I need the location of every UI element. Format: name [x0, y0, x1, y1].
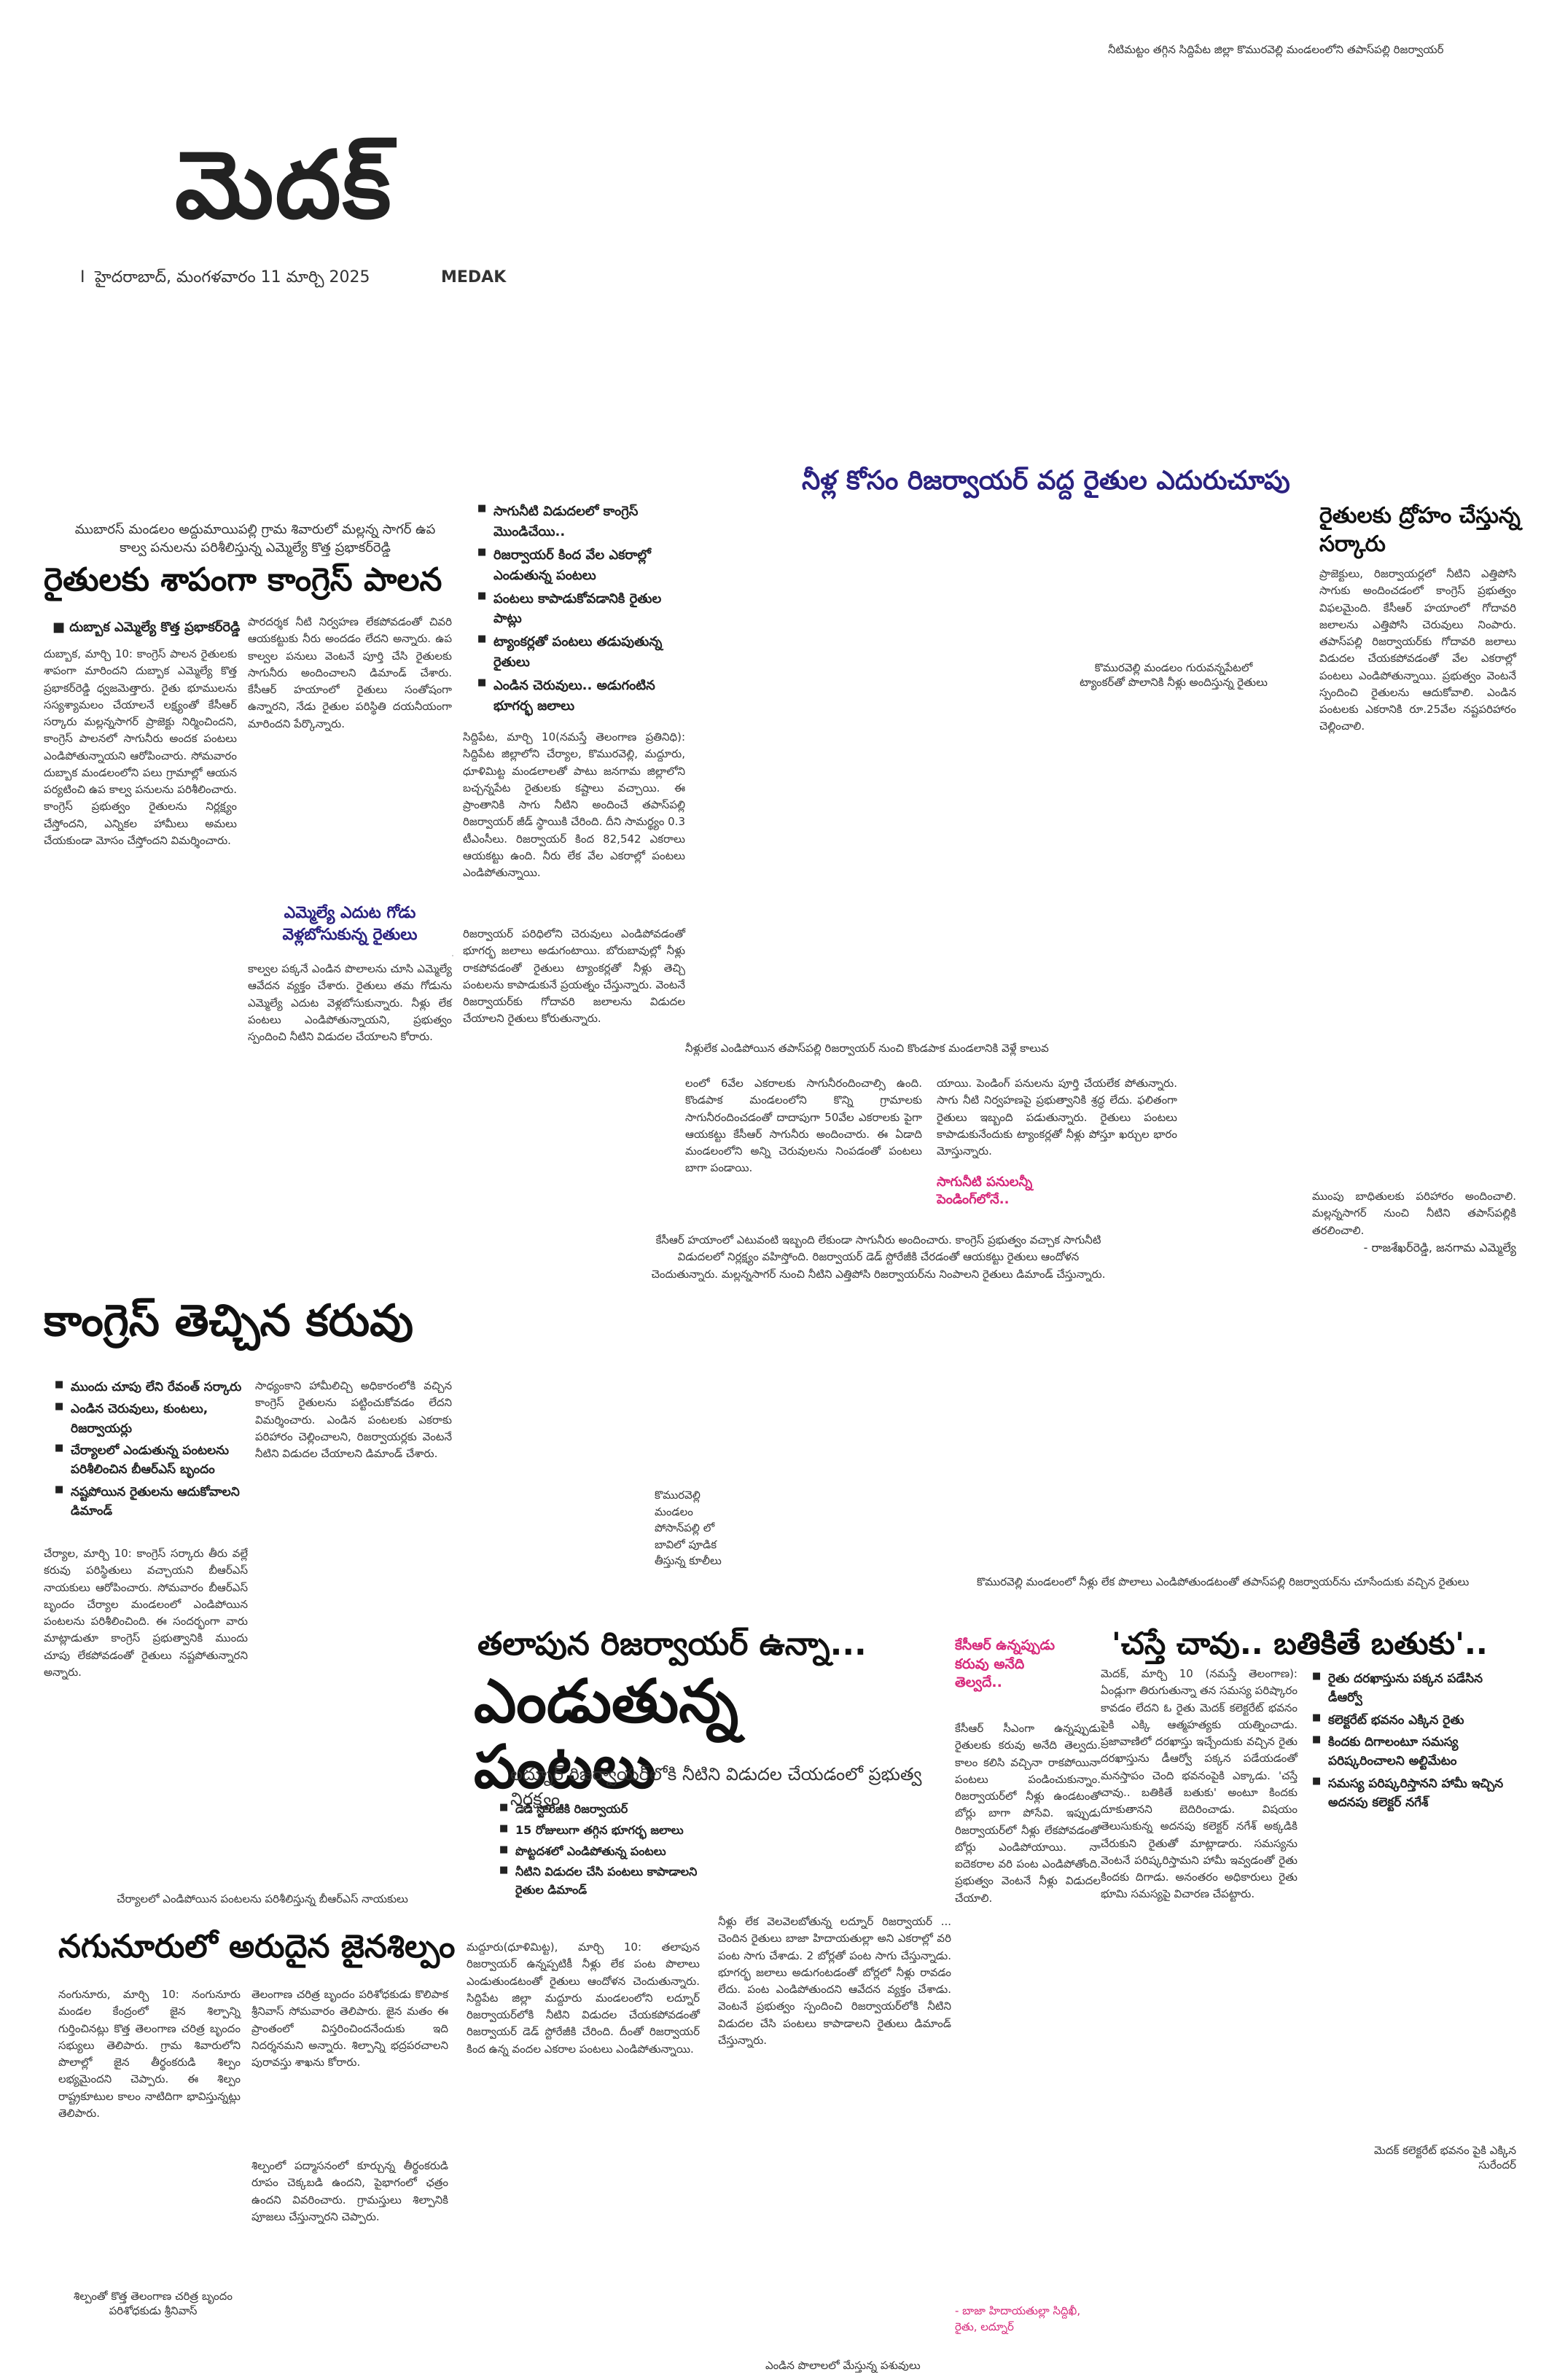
center-story-body-d: యాయి. పెండింగ్ పనులను పూర్తి చేయలేక పోతు… — [937, 1077, 1177, 1158]
story3-body-b: నీళ్లు లేక వెలవెలబోతున్న లద్నూర్ రిజర్వా… — [718, 1915, 951, 2047]
story2-bullet-list: ముందు చూపు లేని రేవంత్ సర్కారు ఎండిన చెర… — [55, 1378, 251, 1523]
story4-headline: 'చస్తే చావు.. బతికితే బతుకు'.. — [1112, 1626, 1488, 1661]
story1-bullet: రిజర్వాయర్ కింద వేల ఎకరాల్లో ఎండుతున్న ప… — [477, 545, 689, 586]
story4-photo-caption: మెదక్ కలెక్టరేట్ భవనం పైకి ఎక్కిన సురేంద… — [1374, 2144, 1516, 2172]
story2-bullet: ఎండిన చెరువులు, కుంటలు, రిజర్వాయర్లు — [55, 1400, 251, 1438]
story3-side-body: కేసీఆర్ సీఎంగా ఉన్నప్పుడు రైతులకు కరువు … — [955, 1722, 1101, 1905]
top-photo-caption: నీటిమట్టం తగ్గిన సిద్దిపేట జిల్లా కొమురవ… — [1108, 43, 1444, 56]
story5-body-c: శిల్పంలో పద్మాసనంలో కూర్చున్న తీర్థంకరుడ… — [251, 2159, 448, 2223]
center-story-body-a: సిద్దిపేట, మార్చి 10(నమస్తే తెలంగాణ ప్రత… — [463, 730, 685, 879]
story3-body-a: మద్దూరు(ధూళిమిట్ట), మార్చి 10: తలాపున రి… — [467, 1940, 700, 2056]
story5-kicker: చేర్యాలలో ఎండిపోయిన పంటలను పరిశీలిస్తున్… — [117, 1892, 408, 1905]
story3-bullet-list: డెడ్ స్టోరేజీకి రిజర్వాయర్ 15 రోజులుగా త… — [499, 1800, 725, 1903]
story2-bullet: ముందు చూపు లేని రేవంత్ సర్కారు — [55, 1378, 251, 1397]
story3-bullet: 15 రోజులుగా తగ్గిన భూగర్భ జలాలు — [499, 1822, 725, 1840]
story1-bullet: పంటలు కాపాడుకోవడానికి రైతుల పాట్లు — [477, 589, 689, 630]
story3-side-signature: - బాజా హిదాయతుల్లా సిద్దిఖీ, రైతు, లద్నూ… — [955, 2304, 1081, 2333]
right-column-body2: ముంపు బాధితులకు పరిహారం అందించాలి. మల్లన… — [1312, 1190, 1516, 1237]
story3-bullet: పొట్టదశలో ఎండిపోతున్న పంటలు — [499, 1843, 725, 1861]
story5-body-b: తెలంగాణ చరిత్ర బృందం పరిశోధకుడు కొలిపాక … — [251, 1988, 448, 2069]
story4-bullet: సమస్య పరిష్కరిస్తానని హామీ ఇచ్చిన అదనపు … — [1312, 1774, 1520, 1813]
story3-deck: లద్నూర్ రిజర్వాయర్‌లోకి నీటిని విడుదల చే… — [510, 1764, 922, 1809]
story1-bullet-list: సాగునీటి విడుదలలో కాంగ్రెస్ మొండిచేయి.. … — [477, 502, 689, 719]
center-story-wide-body: కేసీఆర్ హయాంలో ఎటువంటి ఇబ్బంది లేకుండా స… — [651, 1233, 1106, 1281]
story3-kicker: తలాపున రిజర్వాయర్ ఉన్నా... — [477, 1626, 867, 1663]
center-top-caption: కొమురవెల్లి మండలం గురువన్నపేటలో ట్యాంకర్… — [1080, 661, 1268, 690]
story2-bullet: నష్టపోయిన రైతులను ఆదుకోవాలని డిమాండ్ — [55, 1483, 251, 1521]
center-pullquote: సాగునీటి పనులన్నీ పెండింగ్‌లోనే.. — [937, 1174, 1033, 1208]
center-photo2-caption: కొమురవెల్లి మండలం పోసాన్‌పల్లి లో బావిలో… — [655, 1489, 722, 1567]
story1-body-c: కాల్వల పక్కనే ఎండిన పొలాలను చూసి ఎమ్మెల్… — [248, 962, 452, 1043]
story1-bullet: ట్యాంకర్లతో పంటలు తడుపుతున్న రైతులు — [477, 632, 689, 673]
story5-body-a: నంగునూరు, మార్చి 10: నంగునూరు మండల కేంద్… — [58, 1988, 241, 2120]
story1-headline: రైతులకు శాపంగా కాంగ్రెస్ పాలన — [44, 561, 442, 598]
story5-headline: నగునూరులో అరుదైన జైనశిల్పం — [58, 1928, 456, 1965]
story1-kicker: ముబారస్ మండలం అద్దుమాయిపల్లి గ్రామ శివార… — [74, 522, 436, 556]
story5-photo-caption: శిల్పంతో కొత్త తెలంగాణ చరిత్ర బృందం పరిశ… — [74, 2290, 233, 2318]
story1-photo — [452, 955, 453, 956]
right-column-headline: రైతులకు ద్రోహం చేస్తున్న సర్కారు — [1319, 503, 1521, 557]
story4-bullet: రైతు దరఖాస్తును పక్కన పడేసిన డీఆర్వో — [1312, 1669, 1520, 1708]
story1-byline: ■ దుబ్బాక ఎమ్మెల్యే కొత్త ప్రభాకర్‌రెడ్డ… — [52, 620, 241, 635]
masthead-title: మెదక్ — [175, 131, 393, 240]
story3-bullet: డెడ్ స్టోరేజీకి రిజర్వాయర్ — [499, 1800, 725, 1819]
right-column-body: ప్రాజెక్టులు, రిజర్వాయర్లలో నీటిని ఎత్తి… — [1319, 567, 1516, 733]
page-marker: I — [80, 268, 85, 286]
story3-bullet: నీటిని విడుదల చేసి పంటలు కాపాడాలని రైతుల… — [499, 1863, 725, 1900]
story4-bullet: కిందకు దిగాలంటూ సమస్య పరిష్కరించాలని అల్… — [1312, 1733, 1520, 1771]
story1-subhead: ఎమ్మెల్యే ఎదుట గోడు వెళ్లబోసుకున్న రైతుల… — [282, 904, 418, 944]
center-bottom-caption: కొమురవెల్లి మండలంలో నీళ్లు లేక పొలాలు ఎం… — [977, 1575, 1470, 1588]
story2-bullet: చేర్యాలలో ఎండుతున్న పంటలను పరిశీలించిన బ… — [55, 1441, 251, 1480]
story1-body-b: పారదర్శక నీటి నిర్వహణ లేకపోవడంతో చివరి ఆ… — [248, 615, 452, 730]
story1-bullet: సాగునీటి విడుదలలో కాంగ్రెస్ మొండిచేయి.. — [477, 502, 689, 542]
story3-bottom-caption: ఎండిన పొలాలలో మేస్తున్న పశువులు — [765, 2359, 921, 2372]
story1-body-a: దుబ్బాక, మార్చి 10: కాంగ్రెస్ పాలన రైతుల… — [44, 647, 237, 847]
bullet-icon: ■ — [52, 620, 70, 635]
center-story-headline: నీళ్ల కోసం రిజర్వాయర్ వద్ద రైతుల ఎదురుచూ… — [802, 466, 1290, 496]
center-story-body-b: రిజర్వాయర్ పరిధిలోని చెరువులు ఎండిపోవడంత… — [463, 927, 685, 1026]
story3-side-headline: కేసీఆర్ ఉన్నప్పుడు కరువు అనేది తెల్వదే.. — [955, 1637, 1055, 1691]
center-story-body-c: లంలో 6వేల ఎకరాలకు సాగునీరందించాల్సి ఉంది… — [685, 1077, 922, 1175]
story2-body-b: సాధ్యంకాని హామీలిచ్చి అధికారంలోకి వచ్చిన… — [255, 1379, 452, 1460]
center-photo-caption: నీళ్లులేక ఎండిపోయిన తపాస్‌పల్లి రిజర్వాయ… — [685, 1042, 1049, 1055]
story3-headline: ఎండుతున్న పంటలు — [474, 1667, 739, 1803]
story4-body: మెదక్, మార్చి 10 (నమస్తే తెలంగాణ): ఏండ్ల… — [1101, 1667, 1298, 1901]
right-column-signature: - రాజశేఖర్‌రెడ్డి, జనగామ ఎమ్మెల్యే — [1363, 1241, 1516, 1255]
story2-body-a: చేర్యాల, మార్చి 10: కాంగ్రెస్ సర్కారు తీ… — [44, 1547, 248, 1679]
story4-bullet-list: రైతు దరఖాస్తును పక్కన పడేసిన డీఆర్వో కలె… — [1312, 1669, 1520, 1815]
story4-bullet: కలెక్టరేట్ భవనం ఎక్కిన రైతు — [1312, 1711, 1520, 1730]
date-line: హైదరాబాద్, మంగళవారం 11 మార్చి 2025 — [95, 268, 370, 286]
story1-bullet: ఎండిన చెరువులు.. అడుగంటిన భూగర్భ జలాలు — [477, 676, 689, 717]
edition-label: MEDAK — [441, 268, 507, 286]
story2-headline: కాంగ్రెస్ తెచ్చిన కరువు — [44, 1295, 414, 1346]
